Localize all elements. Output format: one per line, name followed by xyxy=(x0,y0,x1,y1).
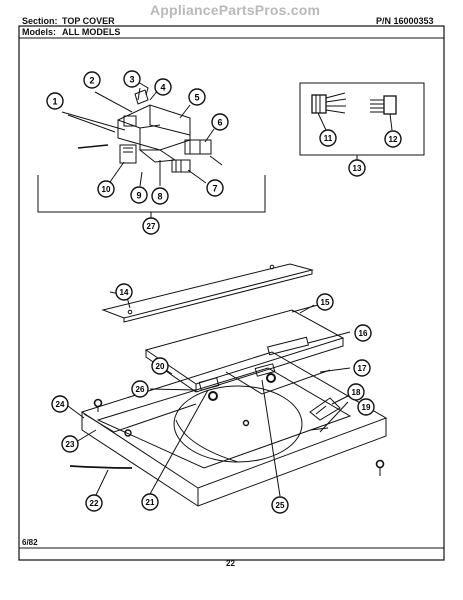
callout-13: 13 xyxy=(348,159,366,177)
callout-7: 7 xyxy=(206,179,224,197)
svg-text:7: 7 xyxy=(212,184,217,194)
callout-23: 23 xyxy=(61,435,79,453)
top-cover-14 xyxy=(101,263,314,319)
svg-text:5: 5 xyxy=(194,93,199,103)
footer-date: 6/82 xyxy=(22,538,38,547)
svg-text:6: 6 xyxy=(217,118,222,128)
svg-text:18: 18 xyxy=(352,388,361,397)
switch-bracket xyxy=(117,104,191,151)
svg-text:25: 25 xyxy=(276,501,285,510)
callout-11: 11 xyxy=(319,129,337,147)
section-label: Section: xyxy=(22,16,58,26)
svg-text:14: 14 xyxy=(120,288,129,297)
svg-text:20: 20 xyxy=(156,362,165,371)
svg-text:3: 3 xyxy=(129,75,134,85)
callout-16: 16 xyxy=(354,324,372,342)
handle-16 xyxy=(267,336,309,356)
callout-17: 17 xyxy=(353,359,371,377)
svg-text:1: 1 xyxy=(52,97,57,107)
callout-22: 22 xyxy=(85,494,103,512)
models-value: ALL MODELS xyxy=(62,27,121,37)
bracket-group-27 xyxy=(37,175,266,213)
part-number: P/N 16000353 xyxy=(376,16,434,26)
callout-10: 10 xyxy=(97,180,115,198)
callouts: 1 2 3 4 5 6 7 8 9 10 11 12 13 14 15 16 1… xyxy=(46,70,402,514)
callout-27: 27 xyxy=(142,217,160,235)
svg-text:24: 24 xyxy=(56,400,65,409)
page-frame xyxy=(18,25,445,561)
footer-page-number: 22 xyxy=(226,559,235,568)
callout-18: 18 xyxy=(347,383,365,401)
svg-text:10: 10 xyxy=(102,185,111,194)
callout-21: 21 xyxy=(141,493,159,511)
lid-15 xyxy=(144,309,345,385)
svg-text:11: 11 xyxy=(324,134,333,143)
callout-26: 26 xyxy=(131,380,149,398)
callout-5: 5 xyxy=(188,88,206,106)
hinge-left xyxy=(198,377,220,391)
callout-6: 6 xyxy=(211,113,229,131)
connector-box-13 xyxy=(299,82,425,156)
svg-text:9: 9 xyxy=(136,191,141,201)
svg-text:8: 8 xyxy=(157,192,162,202)
svg-text:26: 26 xyxy=(136,385,145,394)
callout-4: 4 xyxy=(154,78,172,96)
callout-20: 20 xyxy=(151,357,169,375)
callout-3: 3 xyxy=(123,70,141,88)
svg-text:16: 16 xyxy=(359,329,368,338)
callout-12: 12 xyxy=(384,130,402,148)
models-label: Models: xyxy=(22,27,57,37)
svg-text:2: 2 xyxy=(89,76,94,86)
callout-19: 19 xyxy=(357,398,375,416)
svg-text:19: 19 xyxy=(362,403,371,412)
svg-text:13: 13 xyxy=(353,164,362,173)
section-value: TOP COVER xyxy=(62,16,115,26)
callout-9: 9 xyxy=(130,186,148,204)
callout-24: 24 xyxy=(51,395,69,413)
callout-1: 1 xyxy=(46,92,64,110)
svg-text:22: 22 xyxy=(90,499,99,508)
callout-25: 25 xyxy=(271,496,289,514)
switch-6 xyxy=(184,139,212,155)
wire-22 xyxy=(69,465,133,469)
watermark: AppliancePartsPros.com xyxy=(150,2,321,18)
callout-15: 15 xyxy=(316,293,334,311)
svg-text:23: 23 xyxy=(66,440,75,449)
svg-text:21: 21 xyxy=(146,498,155,507)
callout-14: 14 xyxy=(115,283,133,301)
tub-opening xyxy=(173,385,303,463)
svg-text:15: 15 xyxy=(321,298,330,307)
hinge-right xyxy=(254,363,276,377)
switch-10 xyxy=(119,144,137,164)
callout-2: 2 xyxy=(83,71,101,89)
svg-text:4: 4 xyxy=(160,83,165,93)
svg-text:27: 27 xyxy=(147,222,156,231)
svg-text:12: 12 xyxy=(389,135,398,144)
callout-8: 8 xyxy=(151,187,169,205)
svg-text:17: 17 xyxy=(358,364,367,373)
